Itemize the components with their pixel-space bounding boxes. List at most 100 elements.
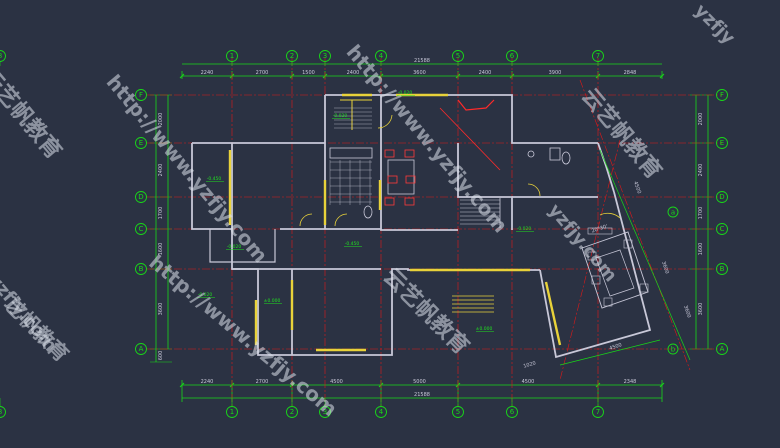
right-dim-text: 1600 (698, 243, 704, 256)
slanted-dim-text: 3600 (660, 261, 670, 275)
top-dim-text: 2848 (624, 70, 637, 76)
toilet (363, 205, 373, 219)
axis-bubble-bottom-label: 7 (596, 408, 600, 416)
axis-bubble-circle (716, 343, 728, 355)
bathtub (329, 147, 373, 159)
top-dim-text: 3900 (549, 70, 562, 76)
door-swing-arc (334, 213, 348, 227)
left-dim-text: 2400 (158, 164, 164, 177)
left-dim-text: 2000 (158, 113, 164, 126)
level-label: -0.020 (517, 226, 532, 232)
axis-bubble-extra-b: b (671, 346, 676, 354)
right-dim-text: 2000 (698, 113, 704, 126)
bottom-total-dim-text: 21588 (414, 392, 430, 398)
axis-bubble-bottom-label: 8 (0, 408, 2, 416)
axis-bubble-top-label: 5 (456, 52, 460, 60)
left-dim-text: 1600 (158, 243, 164, 256)
slanted-dim-text: 4500 (632, 181, 642, 195)
coffee-table (595, 249, 635, 297)
axis-bubble-extra-a: a (671, 209, 675, 217)
axis-bubble-bottom-label: 4 (379, 408, 384, 416)
axis-bubble-circle (135, 191, 147, 203)
axis-bubble-circle (135, 263, 147, 275)
slanted-dim-line (559, 339, 661, 366)
toilet-east (561, 151, 571, 165)
axis-bubble-right-label: C (720, 225, 725, 233)
top-dim-slash (179, 73, 185, 79)
exterior-wall-south-west (191, 143, 540, 356)
level-label: -0.020 (333, 113, 348, 119)
top-dim-slash (659, 73, 665, 79)
axis-bubble-circle (135, 89, 147, 101)
left-dim-text: 1700 (158, 207, 164, 220)
axis-bubble-circle (135, 137, 147, 149)
red-fixture (457, 99, 495, 111)
sofa-cushion (587, 251, 597, 261)
slanted-dim-text: 1020 (523, 360, 537, 369)
top-dim-text: 2400 (347, 70, 360, 76)
axis-bubble-right-label: B (720, 265, 725, 273)
dining-chair (384, 197, 395, 206)
axis-bubble-top-label: 2 (290, 52, 294, 60)
sofa-cushion (603, 297, 613, 307)
axis-line-slanted-a (579, 79, 691, 371)
axis-bubble-circle (667, 206, 679, 218)
top-dim-text: 1500 (302, 70, 315, 76)
door-swing-arc (599, 212, 621, 219)
dining-chair (405, 175, 416, 184)
door-swing-arc (527, 183, 541, 197)
window-opening (544, 281, 562, 346)
axis-bubble-bottom-label: 5 (456, 408, 460, 416)
exterior-wall-north (325, 94, 598, 144)
wall-small-closet (209, 229, 276, 263)
bottom-dim-text: 2240 (201, 379, 214, 385)
bottom-dim-text: 4500 (522, 379, 535, 385)
top-dim-text: 2400 (479, 70, 492, 76)
sofa-set-outline (581, 231, 649, 309)
axis-bubble-left-label: C (139, 225, 144, 233)
bay-wall-slanted (539, 191, 652, 359)
right-dim-text: 3600 (698, 303, 704, 316)
red-leader (439, 107, 501, 171)
dining-chair (404, 149, 415, 158)
axis-bubble-bottom-label: 1 (230, 408, 234, 416)
sofa-cushion (591, 275, 601, 285)
axis-bubble-circle (716, 191, 728, 203)
axis-bubble-circle (667, 343, 679, 355)
axis-bubble-left-label: E (139, 139, 143, 147)
axis-bubble-circle (716, 89, 728, 101)
bottom-dim-slash (659, 382, 665, 388)
right-dim-text: 2400 (698, 164, 704, 177)
axis-bubble-circle (0, 406, 6, 418)
axis-bubble-top-label: 6 (510, 52, 515, 60)
left-dim-text: 3600 (158, 303, 164, 316)
axis-bubble-circle (716, 223, 728, 235)
axis-bubble-top-label: 8 (0, 52, 2, 60)
bottom-dim-text: 4500 (330, 379, 343, 385)
sofa-cushion (639, 283, 649, 293)
level-label: -0.450 (207, 176, 222, 182)
top-dim-text: 3600 (413, 70, 426, 76)
axis-bubble-circle (135, 223, 147, 235)
level-label: ±0.000 (476, 326, 493, 332)
bottom-dim-text: 5000 (413, 379, 426, 385)
axis-bubble-right-label: D (719, 193, 724, 201)
exterior-wall-east-slanted (597, 142, 615, 193)
axis-bubble-top-label: 1 (230, 52, 234, 60)
axis-bubble-left-label: D (138, 193, 143, 201)
axis-bubble-bottom-label: 2 (290, 408, 294, 416)
axis-bubble-bottom-label: 3 (323, 408, 327, 416)
axis-bubble-top-label: 3 (323, 52, 327, 60)
door-swing-arc (377, 114, 393, 129)
top-total-dim-text: 21588 (414, 58, 430, 64)
wall-stair-enclosure (457, 143, 513, 230)
bottom-dim-text: 2700 (256, 379, 269, 385)
axis-bubble-bottom-label: 6 (510, 408, 515, 416)
wall-axis-4 (380, 95, 458, 231)
top-dim-text: 2700 (256, 70, 269, 76)
dining-table (387, 159, 415, 195)
level-label: -0.020 (398, 90, 413, 96)
bottom-dim-slash (179, 382, 185, 388)
